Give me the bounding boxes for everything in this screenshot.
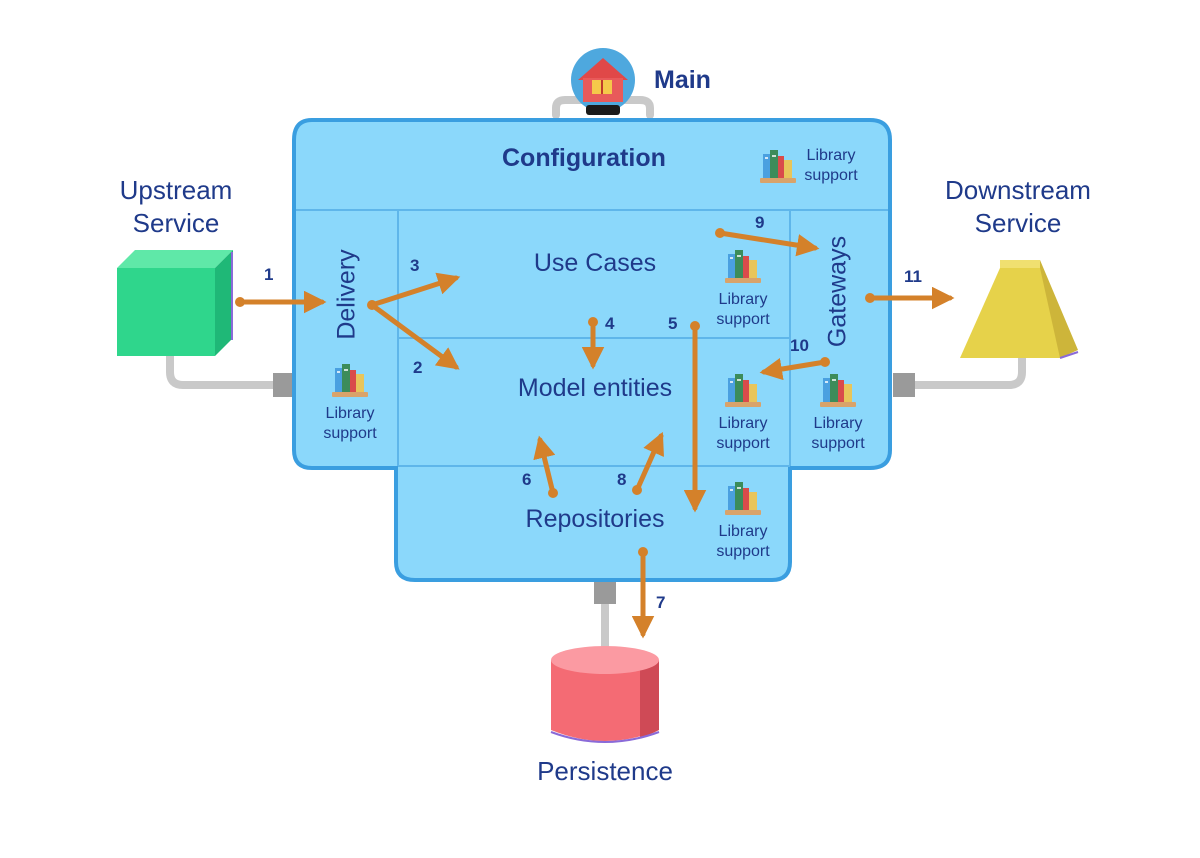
arrow-9 xyxy=(717,230,820,257)
downstream-line2: Service xyxy=(974,208,1062,238)
arrow-8 xyxy=(634,431,664,493)
library-line2: support xyxy=(811,435,865,452)
flow-arrows xyxy=(237,230,955,639)
library-line1: Library xyxy=(718,415,768,432)
upstream-cube-icon xyxy=(117,250,233,356)
gateways-label: Gateways xyxy=(823,235,852,348)
delivery-label: Delivery xyxy=(332,249,361,340)
connector-cables xyxy=(166,96,1026,652)
use-cases-label: Use Cases xyxy=(533,249,657,277)
library-line2: support xyxy=(323,425,377,442)
step-number: 6 xyxy=(522,470,532,489)
library-line1: Library xyxy=(325,405,375,422)
step-number: 7 xyxy=(656,593,666,612)
library-line2: support xyxy=(804,167,858,184)
downstream-line1: Downstream xyxy=(945,175,1091,205)
library-support-label: Library support xyxy=(800,414,876,454)
step-number: 11 xyxy=(904,267,922,286)
step-number: 5 xyxy=(668,314,678,333)
library-support-label: Library support xyxy=(705,290,781,330)
library-support-label: Library support xyxy=(312,404,388,444)
step-number: 1 xyxy=(264,265,274,284)
main-label: Main xyxy=(654,66,711,94)
upstream-line1: Upstream xyxy=(119,175,233,205)
persistence-label: Persistence xyxy=(537,756,673,786)
configuration-title: Configuration xyxy=(502,144,666,172)
downstream-trapezoid-icon xyxy=(960,260,1079,359)
connector-plugs xyxy=(273,373,915,604)
library-line2: support xyxy=(716,543,770,560)
step-number: 3 xyxy=(410,256,420,275)
library-line2: support xyxy=(716,311,770,328)
step-number: 4 xyxy=(605,314,615,333)
arrow-10 xyxy=(759,357,828,381)
step-number: 2 xyxy=(413,358,423,377)
library-support-label: Library support xyxy=(796,146,866,186)
library-line1: Library xyxy=(813,415,863,432)
downstream-service-label: Downstream Service xyxy=(928,174,1108,240)
library-line1: Library xyxy=(806,147,856,164)
upstream-line2: Service xyxy=(132,208,220,238)
library-line2: support xyxy=(716,435,770,452)
house-icon xyxy=(571,48,635,115)
repositories-label: Repositories xyxy=(525,505,665,533)
step-number: 9 xyxy=(755,213,765,232)
upstream-service-label: Upstream Service xyxy=(96,174,256,240)
library-support-label: Library support xyxy=(705,522,781,562)
step-number: 8 xyxy=(617,470,627,489)
library-line1: Library xyxy=(718,291,768,308)
library-line1: Library xyxy=(718,523,768,540)
database-icon xyxy=(550,646,660,743)
arrow-6 xyxy=(533,435,556,496)
arrow-3 xyxy=(369,272,461,308)
library-support-label: Library support xyxy=(705,414,781,454)
step-number: 10 xyxy=(790,336,809,355)
model-entities-label: Model entities xyxy=(517,374,673,402)
arrow-2 xyxy=(369,302,460,370)
arrow-tails xyxy=(235,228,875,557)
